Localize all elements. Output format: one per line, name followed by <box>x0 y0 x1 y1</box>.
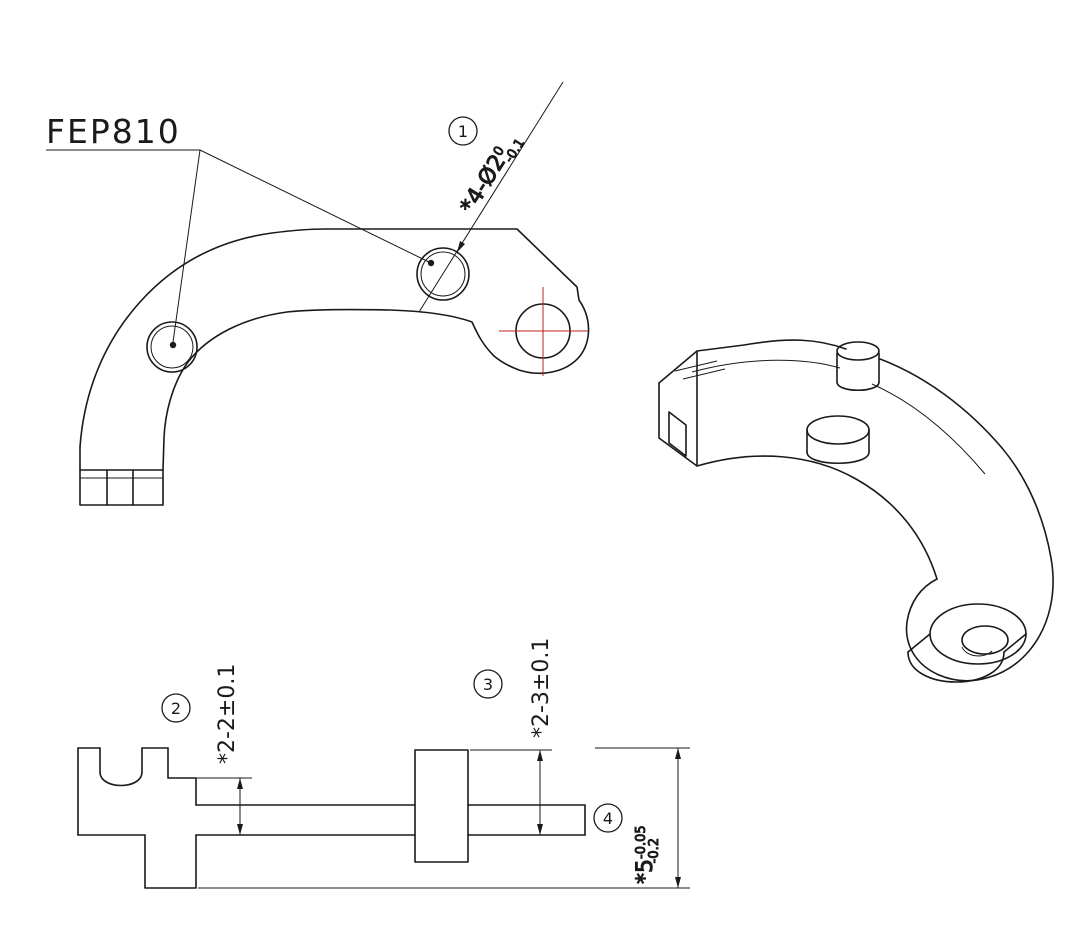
bushing-hole-mid-outer <box>416 247 470 301</box>
balloon-3 <box>473 669 503 699</box>
balloon-1-number: 1 <box>458 122 468 141</box>
iso-mid-boss-top-face <box>806 415 870 445</box>
dimension-2-text: *2-2±0.1 <box>215 664 240 764</box>
iso-big-boss-side-left <box>907 633 931 653</box>
iso-top-silhouette-right <box>879 358 1052 559</box>
left-block-u-notch <box>99 747 143 787</box>
top-view-annotations: FEP810 1 *4-Ø20-0.1 <box>46 81 564 349</box>
isometric-view <box>658 339 1054 683</box>
iso-top-silhouette-left <box>658 339 847 384</box>
bushing-hole-left-inner <box>150 325 194 369</box>
middle-boss <box>414 749 469 863</box>
iso-top-face-inner-edge <box>691 359 841 373</box>
balloon-3-number: 3 <box>483 675 493 694</box>
balloon-2-number: 2 <box>171 699 181 718</box>
iso-end-lobe <box>905 557 1054 682</box>
iso-big-boss-bottom <box>907 651 1005 683</box>
dim3-arrow-down <box>537 824 543 835</box>
leader-to-left-hole <box>172 149 201 343</box>
bracket-outline <box>79 228 590 471</box>
leader-to-mid-hole <box>199 149 432 264</box>
iso-clevis-notch <box>668 411 687 457</box>
balloon-4-number: 4 <box>603 809 613 828</box>
dimension-3-text: *2-3±0.1 <box>529 638 554 738</box>
mounting-foot-outline <box>79 446 164 506</box>
iso-pin-base <box>836 381 880 392</box>
iso-clevis-slot-lines <box>674 360 726 380</box>
leader-dot-mid <box>427 259 435 267</box>
balloon-2 <box>161 693 191 723</box>
balloon-1 <box>448 116 478 146</box>
pivot-hole-centerlines <box>499 287 588 376</box>
iso-big-boss-hole-depth <box>961 646 993 657</box>
leader-dot-left <box>169 341 177 349</box>
dim4-arrow-up <box>675 748 681 759</box>
dimension-1-arrow <box>457 241 465 253</box>
dim2-arrow-up <box>237 778 243 789</box>
material-label: FEP810 <box>46 112 181 151</box>
iso-pin-top-face <box>836 341 880 361</box>
dim2-arrow-down <box>237 824 243 835</box>
front-view-dimensions: 2 *2-2±0.1 3 *2-3±0.1 4 *5-0.05-0.2 <box>161 638 690 889</box>
bushing-hole-left-outer <box>146 321 198 373</box>
iso-clevis-face <box>658 350 698 467</box>
bushing-hole-mid-inner <box>420 251 466 297</box>
iso-mid-boss-base <box>806 451 870 465</box>
top-view <box>79 228 590 506</box>
left-block-step <box>167 747 197 806</box>
front-view <box>77 747 586 889</box>
balloon-4 <box>593 803 623 833</box>
iso-big-boss-hole <box>961 625 1009 655</box>
dim4-arrow-down <box>675 877 681 888</box>
iso-big-boss-face <box>929 603 1027 665</box>
iso-arm-inner-edge <box>871 383 986 475</box>
iso-bottom-silhouette <box>696 455 938 580</box>
dimension-1-leader <box>418 81 564 313</box>
dimension-4-text: *5-0.05-0.2 <box>633 825 662 884</box>
iso-big-boss-side-right <box>1003 633 1027 653</box>
bottom-foot <box>144 834 197 889</box>
dim3-arrow-up <box>537 750 543 761</box>
